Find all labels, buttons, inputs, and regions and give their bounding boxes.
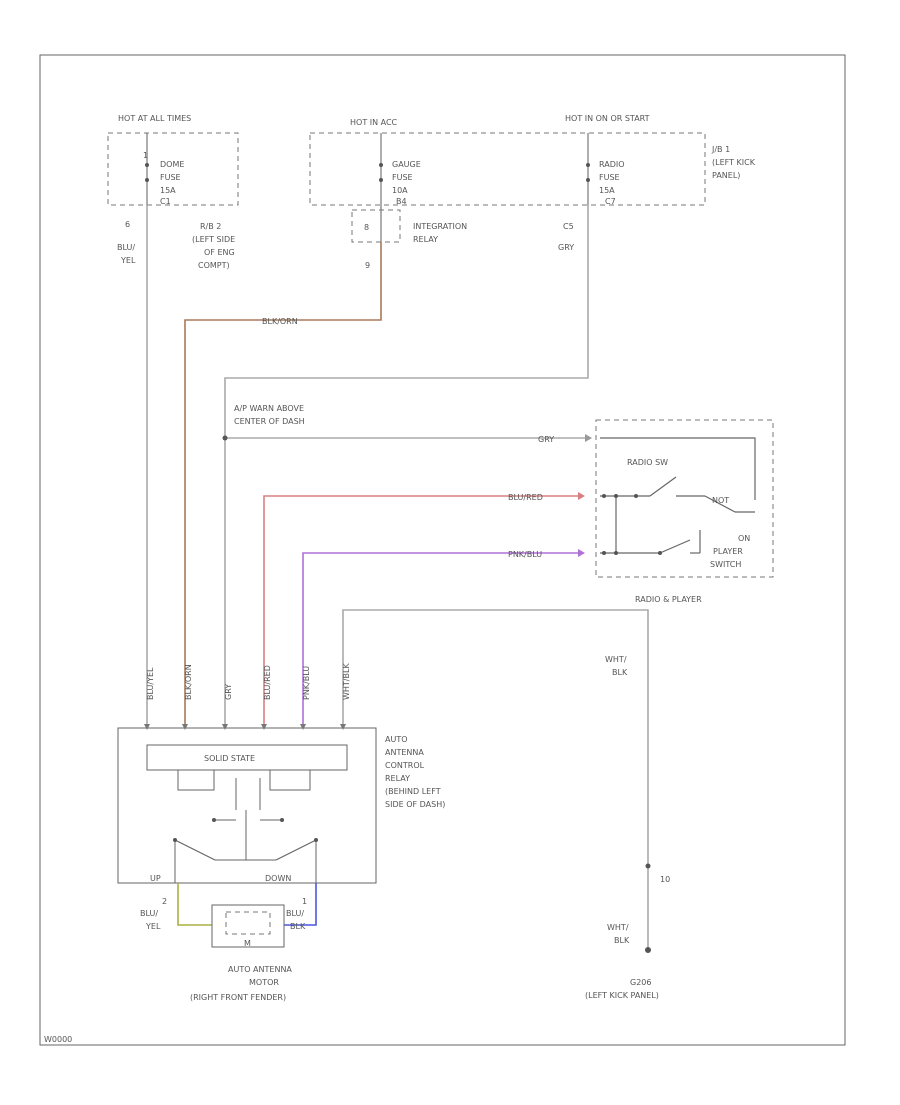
player-switch-line1: ON: [738, 534, 750, 543]
radio-player-unit: RADIO SW NOT ON PLAYER SWITCH: [595, 419, 774, 578]
wht-blk-bottom-line2: BLK: [614, 936, 630, 945]
rb2-label-line2: (LEFT SIDE: [192, 235, 235, 244]
motor-label-line3: (RIGHT FRONT FENDER): [190, 993, 286, 1002]
gauge-pin-bottom: B4: [396, 197, 407, 206]
gauge-fuse-line2: FUSE: [392, 173, 413, 182]
gry-mid-label: GRY: [538, 435, 554, 444]
left-fuse-header: HOT AT ALL TIMES: [118, 114, 191, 123]
radio-fuse-line1: RADIO: [599, 160, 625, 169]
integration-relay: 8 INTEGRATION RELAY: [351, 205, 467, 244]
c5-pin: C5: [563, 222, 574, 231]
wire-gry-main: [224, 205, 589, 728]
wire-pnk-blu: [302, 552, 578, 728]
rb2-label-line4: COMPT): [198, 261, 230, 270]
ground-label-line2: (LEFT KICK PANEL): [585, 991, 659, 1000]
gauge-fuse-line3: 10A: [392, 186, 408, 195]
dome-fuse-line1: DOME: [160, 160, 184, 169]
radio-player-label: RADIO & PLAYER: [635, 595, 702, 604]
relay-label-line1: AUTO: [385, 735, 408, 744]
radio-switch-label: RADIO SW: [627, 458, 668, 467]
right-fuse-header: HOT IN ON OR START: [565, 114, 650, 123]
antenna-control-relay: SOLID STATE UP DOWN: [117, 727, 377, 884]
ground-g206: 10 WHT/ BLK: [607, 863, 670, 953]
dome-fuse-line3: 15A: [160, 186, 176, 195]
wire-blu-red: [263, 495, 578, 728]
vlabel-blk-orn: BLK/ORN: [184, 664, 193, 700]
pnk-blu-label: PNK/BLU: [508, 550, 542, 559]
dome-pin-top: 1: [143, 151, 148, 160]
motor-label-line2: MOTOR: [249, 978, 279, 987]
wht-blk-top-line1: WHT/: [605, 655, 627, 664]
blk-orn-label: BLK/ORN: [262, 317, 298, 326]
radio-fuse-line2: FUSE: [599, 173, 620, 182]
relay-ic-label: SOLID STATE: [204, 754, 255, 763]
gauge-radio-fuse-block: HOT IN ACC HOT IN ON OR START GAUGE FUSE…: [309, 114, 706, 206]
player-switch-line2: PLAYER: [713, 547, 743, 556]
jb1-label-line3: PANEL): [712, 171, 740, 180]
ground-label-line1: G206: [630, 978, 651, 987]
blu-yel-label-line1: BLU/: [117, 243, 135, 252]
motor-label-line1: AUTO ANTENNA: [228, 965, 292, 974]
vlabel-gry: GRY: [224, 684, 233, 700]
bottom-right-label-line1: BLU/: [286, 909, 304, 918]
gauge-fuse-line1: GAUGE: [392, 160, 421, 169]
wire-blk-orn: [184, 242, 382, 728]
rb2-label-line3: OF ENG: [204, 248, 235, 257]
bottom-left-label-line2: YEL: [145, 922, 161, 931]
integration-pin-top: 8: [364, 223, 369, 232]
radio-switch-state: NOT: [712, 496, 729, 505]
relay-up-label: UP: [150, 874, 161, 883]
vlabel-blu-red: BLU/RED: [263, 665, 272, 700]
antenna-motor: M: [211, 904, 285, 948]
relay-label-line6: SIDE OF DASH): [385, 800, 445, 809]
wire-motor-blu-blk: [284, 883, 317, 926]
dome-fuse-block: HOT AT ALL TIMES 1 DOME FUSE 15A C1: [107, 114, 239, 206]
vlabel-wht-blk: WHT/BLK: [342, 663, 351, 700]
wire-wht-blk: [342, 609, 649, 950]
relay-label-line5: (BEHIND LEFT: [385, 787, 441, 796]
dome-pin-bottom: C1: [160, 197, 171, 206]
relay-input-pins: [144, 724, 346, 730]
wire-motor-blu-yel: [177, 883, 212, 926]
radio-pin-bottom: C7: [605, 197, 616, 206]
jb1-label-line1: J/B 1: [711, 145, 730, 154]
relay-label-line4: RELAY: [385, 774, 410, 783]
dome-wire-pin: 6: [125, 220, 130, 229]
blu-yel-label-line2: YEL: [120, 256, 136, 265]
bottom-right-label-line2: BLK: [290, 922, 306, 931]
relay-down-label: DOWN: [265, 874, 291, 883]
relay-input-labels: BLU/YEL BLK/ORN GRY BLU/RED PNK/BLU WHT/…: [146, 663, 351, 700]
jb1-label-line2: (LEFT KICK: [712, 158, 756, 167]
rb2-label-line1: R/B 2: [200, 222, 221, 231]
wht-blk-top-line2: BLK: [612, 668, 628, 677]
bottom-left-label-line1: BLU/: [140, 909, 158, 918]
blu-red-label: BLU/RED: [508, 493, 543, 502]
vlabel-blu-yel: BLU/YEL: [146, 667, 155, 700]
vlabel-pnk-blu: PNK/BLU: [302, 666, 311, 700]
player-switch-line3: SWITCH: [710, 560, 741, 569]
footer-code: W0000: [44, 1035, 72, 1044]
gry-top-label: GRY: [558, 243, 574, 252]
relay-label-line3: CONTROL: [385, 761, 425, 770]
motor-symbol: M: [244, 939, 251, 948]
dome-fuse-line2: FUSE: [160, 173, 181, 182]
splice-label-line1: A/P WARN ABOVE: [234, 404, 304, 413]
relay-pin-down: 1: [302, 897, 307, 906]
relay-label-line2: ANTENNA: [385, 748, 424, 757]
diagram-frame: [39, 54, 846, 1046]
integration-pin-bottom: 9: [365, 261, 370, 270]
mid-fuse-header: HOT IN ACC: [350, 118, 398, 127]
integration-relay-line2: RELAY: [413, 235, 438, 244]
integration-relay-line1: INTEGRATION: [413, 222, 467, 231]
wht-blk-bottom-line1: WHT/: [607, 923, 629, 932]
radio-fuse-line3: 15A: [599, 186, 615, 195]
relay-pin-up: 2: [162, 897, 167, 906]
ground-pin: 10: [660, 875, 670, 884]
splice-label-line2: CENTER OF DASH: [234, 417, 305, 426]
